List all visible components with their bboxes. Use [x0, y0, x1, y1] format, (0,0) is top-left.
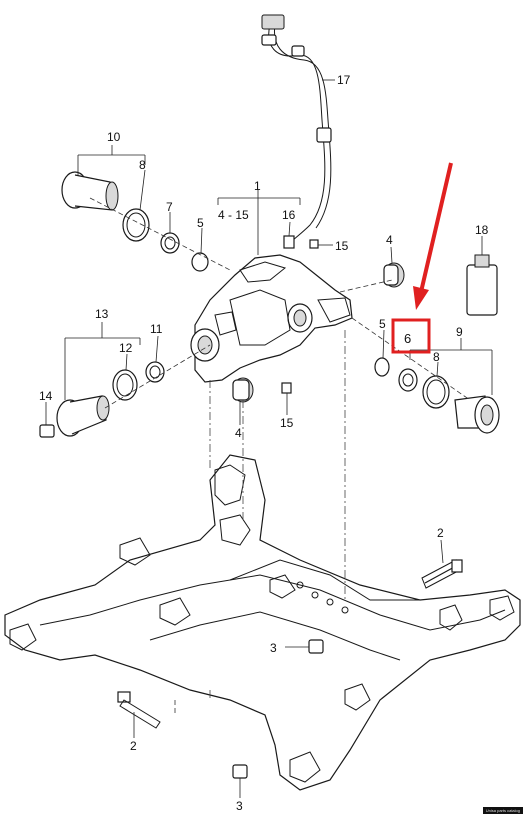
- part-nut-15-bottom: [281, 382, 292, 394]
- part-flange-left: [61, 171, 119, 211]
- red-arrow: [413, 162, 453, 310]
- label-4-bottom: 4: [235, 426, 242, 440]
- label-14: 14: [39, 389, 53, 403]
- part-bearing-11: [145, 361, 165, 383]
- part-seal-left: [122, 208, 150, 242]
- part-flange-13: [56, 395, 110, 437]
- watermark: Unisa parts catalog: [482, 807, 523, 814]
- part-oil-bottle-18: [466, 254, 498, 316]
- part-ring-5-right: [374, 357, 390, 377]
- part-bolt-2-left: [117, 691, 161, 729]
- label-10: 10: [107, 130, 121, 144]
- label-2-left: 2: [130, 739, 137, 753]
- part-seal-12: [112, 369, 138, 401]
- differential-housing: [190, 254, 353, 383]
- assembly-lines: [89, 197, 471, 715]
- part-sensor-16: [283, 235, 295, 249]
- label-5-left: 5: [197, 216, 204, 230]
- label-5-right: 5: [379, 317, 386, 331]
- label-3-bottom: 3: [236, 799, 243, 813]
- label-12: 12: [119, 341, 133, 355]
- part-nut-14: [39, 424, 55, 438]
- label-6: 6: [404, 331, 411, 346]
- label-17: 17: [337, 73, 351, 87]
- label-4-top: 4: [386, 233, 393, 247]
- label-2-right: 2: [437, 526, 444, 540]
- part-bearing-6: [398, 368, 418, 392]
- part-nut-3-middle: [308, 639, 324, 654]
- label-1: 1: [254, 179, 261, 193]
- label-8-right: 8: [433, 350, 440, 364]
- part-bushing-4-bottom: [232, 377, 254, 403]
- part-nut-3-bottom: [232, 764, 248, 779]
- part-ring-5-left: [191, 252, 209, 272]
- leader-lines: [45, 79, 493, 798]
- rear-subframe: [4, 454, 521, 791]
- label-15-bottom: 15: [280, 416, 294, 430]
- label-8-left: 8: [139, 158, 146, 172]
- part-flange-right: [454, 395, 500, 434]
- wiring-harness: [261, 14, 332, 246]
- label-16: 16: [282, 208, 296, 222]
- label-9: 9: [456, 325, 463, 339]
- label-13: 13: [95, 307, 109, 321]
- label-15-top: 15: [335, 239, 349, 253]
- label-4-15: 4 - 15: [218, 208, 249, 222]
- part-nut-15-top: [309, 239, 319, 249]
- label-3-middle: 3: [270, 641, 277, 655]
- label-11: 11: [150, 322, 163, 336]
- part-bolt-2-right: [421, 559, 463, 589]
- callout-labels: 10 8 1 4 - 15 16 7 5 15 17 4 18 5 6 9 8 …: [39, 73, 489, 813]
- label-7: 7: [166, 200, 173, 214]
- part-bushing-4-top: [383, 262, 405, 288]
- part-seal-right: [422, 375, 450, 409]
- highlight-box-part-6: [391, 318, 431, 354]
- label-18: 18: [475, 223, 489, 237]
